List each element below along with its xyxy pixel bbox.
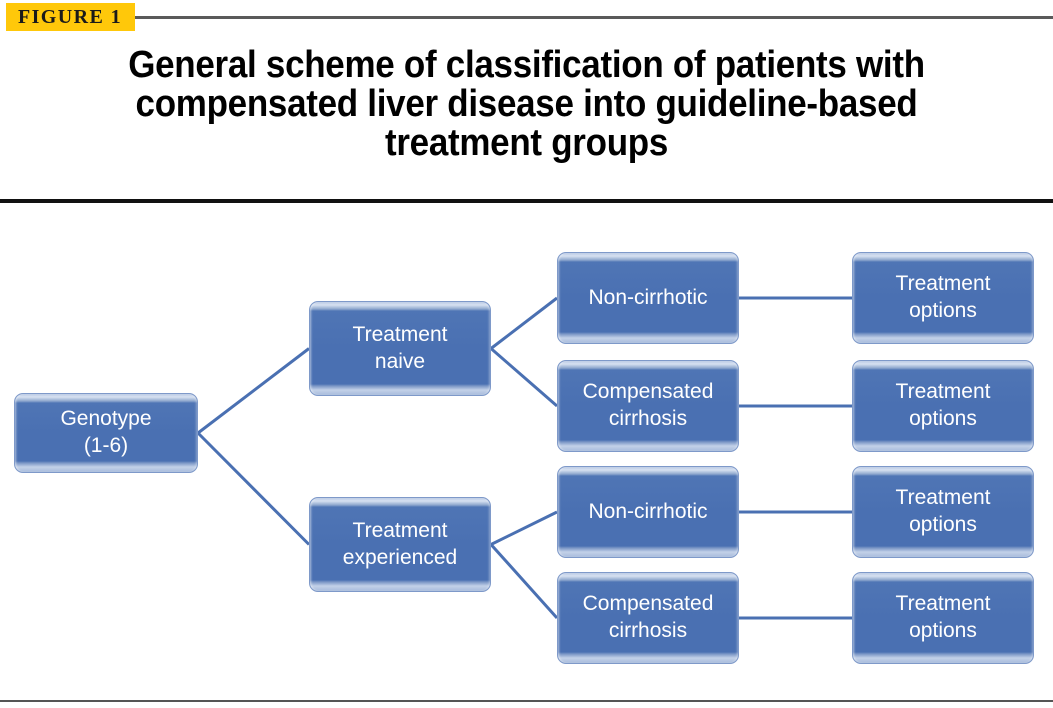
connector-layer [196, 296, 852, 620]
diagram-node-root[interactable]: Genotype (1-6) [14, 393, 198, 473]
diagram-node-tn-cc[interactable]: Compensated cirrhosis [557, 360, 739, 452]
diagram-node-label: Non-cirrhotic [588, 499, 708, 523]
connector-te-to-te-nc [490, 510, 558, 546]
diagram-node-te[interactable]: Treatment experienced [309, 497, 491, 592]
diagram-node-label: Treatment experienced [342, 518, 458, 569]
title-block: General scheme of classification of pati… [0, 46, 1053, 162]
diagram-node-label: Treatment naive [352, 322, 448, 373]
diagram-node-te-nc[interactable]: Non-cirrhotic [557, 466, 739, 558]
diagram-node-label: Genotype (1-6) [60, 407, 152, 457]
diagram-node-te-cc[interactable]: Compensated cirrhosis [557, 572, 739, 664]
diagram-node-label: Treatment options [895, 592, 991, 642]
diagram-node-label: Treatment options [895, 272, 991, 322]
figure-number-badge: FIGURE 1 [6, 3, 135, 31]
diagram-node-label: Compensated cirrhosis [582, 380, 714, 430]
header-top-rule [130, 16, 1053, 19]
diagram-node-label: Compensated cirrhosis [582, 592, 714, 642]
diagram-node-label: Treatment options [895, 380, 991, 430]
diagram-node-opt-4[interactable]: Treatment options [852, 572, 1034, 664]
header-bottom-rule [0, 199, 1053, 203]
diagram-node-opt-1[interactable]: Treatment options [852, 252, 1034, 344]
diagram-node-tn-nc[interactable]: Non-cirrhotic [557, 252, 739, 344]
connector-root-to-tn [197, 347, 310, 435]
figure-number-label: FIGURE 1 [18, 6, 122, 28]
footer-rule [0, 700, 1053, 702]
connector-root-to-te [196, 431, 311, 546]
diagram-node-tn[interactable]: Treatment naive [309, 301, 491, 396]
connector-tn-to-tn-cc [490, 347, 558, 408]
diagram-node-label: Treatment options [895, 486, 991, 536]
connector-tn-to-tn-nc [490, 296, 558, 350]
diagram-node-opt-2[interactable]: Treatment options [852, 360, 1034, 452]
connector-te-to-te-cc [489, 543, 559, 620]
page-title: General scheme of classification of pati… [128, 44, 925, 164]
diagram-node-opt-3[interactable]: Treatment options [852, 466, 1034, 558]
diagram-node-label: Non-cirrhotic [588, 285, 708, 309]
